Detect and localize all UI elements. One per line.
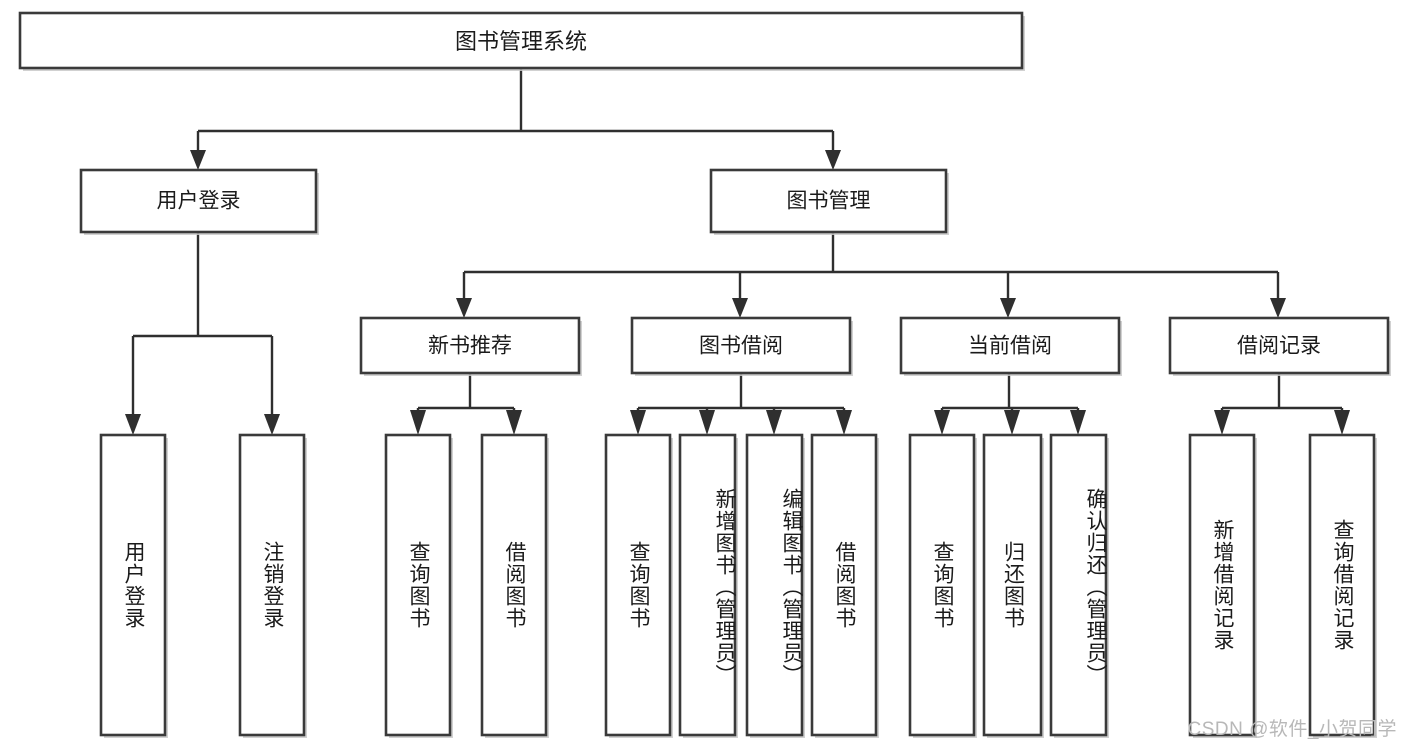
node-borrow-record-box[interactable]	[1168, 316, 1390, 375]
arrow-leaf-query-book-1	[410, 410, 426, 435]
node-leaf-user-login-box[interactable]	[99, 433, 167, 737]
node-leaf-logout-box[interactable]	[238, 433, 306, 737]
node-book-borrow-label: 图书借阅	[699, 335, 783, 358]
node-leaf-query-book-1-box[interactable]	[384, 433, 452, 737]
node-root-box[interactable]	[18, 11, 1024, 70]
node-leaf-query-book-3-box[interactable]	[908, 433, 976, 737]
node-current-borrow-box[interactable]	[899, 316, 1121, 375]
node-root-label: 图书管理系统	[455, 29, 587, 54]
arrow-to-user-login	[190, 150, 206, 170]
node-borrow-record-label: 借阅记录	[1237, 335, 1321, 358]
arrow-book-borrow	[732, 298, 748, 318]
node-new-book-rec-label: 新书推荐	[428, 335, 512, 358]
node-book-borrow-box[interactable]	[630, 316, 852, 375]
arrow-leaf-return-book	[1004, 410, 1020, 435]
node-leaf-edit-book-box[interactable]	[745, 433, 804, 737]
arrow-leaf-add-record	[1214, 410, 1230, 435]
arrow-current-borrow	[1000, 298, 1016, 318]
arrow-borrow-record	[1270, 298, 1286, 318]
node-leaf-borrow-book-1-box[interactable]	[480, 433, 548, 737]
arrow-to-book-manage	[825, 150, 841, 170]
node-book-manage-box[interactable]	[709, 168, 948, 234]
node-current-borrow-label: 当前借阅	[968, 335, 1052, 358]
csdn-watermark: CSDN @软件_小贺同学	[1187, 719, 1397, 740]
node-leaf-query-book-2-box[interactable]	[604, 433, 672, 737]
node-user-login-label: 用户登录	[157, 190, 241, 213]
edges-layer	[125, 68, 1350, 435]
arrow-leaf-logout	[264, 414, 280, 435]
arrow-leaf-add-book	[699, 410, 715, 435]
nodes-layer: 图书管理系统 用户登录 图书管理 新书推荐 图书借阅 当前借阅 借阅记录	[18, 11, 1391, 738]
arrow-leaf-borrow-book-1	[506, 410, 522, 435]
node-leaf-query-record-box[interactable]	[1308, 433, 1376, 737]
arrow-leaf-confirm-return	[1070, 410, 1086, 435]
node-leaf-return-book-box[interactable]	[982, 433, 1043, 737]
node-leaf-add-book-box[interactable]	[678, 433, 737, 737]
arrow-leaf-edit-book	[766, 410, 782, 435]
node-leaf-add-record-box[interactable]	[1188, 433, 1256, 737]
arrow-leaf-user-login	[125, 414, 141, 435]
node-leaf-confirm-return-box[interactable]	[1049, 433, 1108, 737]
node-leaf-borrow-book-2-box[interactable]	[810, 433, 878, 737]
arrow-new-book-rec	[456, 298, 472, 318]
arrow-leaf-query-book-2	[630, 410, 646, 435]
arrow-leaf-borrow-book-2	[836, 410, 852, 435]
node-user-login-box[interactable]	[79, 168, 318, 234]
node-book-manage-label: 图书管理	[787, 190, 871, 213]
node-new-book-rec-box[interactable]	[359, 316, 581, 375]
arrow-leaf-query-book-3	[934, 410, 950, 435]
arrow-leaf-query-record	[1334, 410, 1350, 435]
